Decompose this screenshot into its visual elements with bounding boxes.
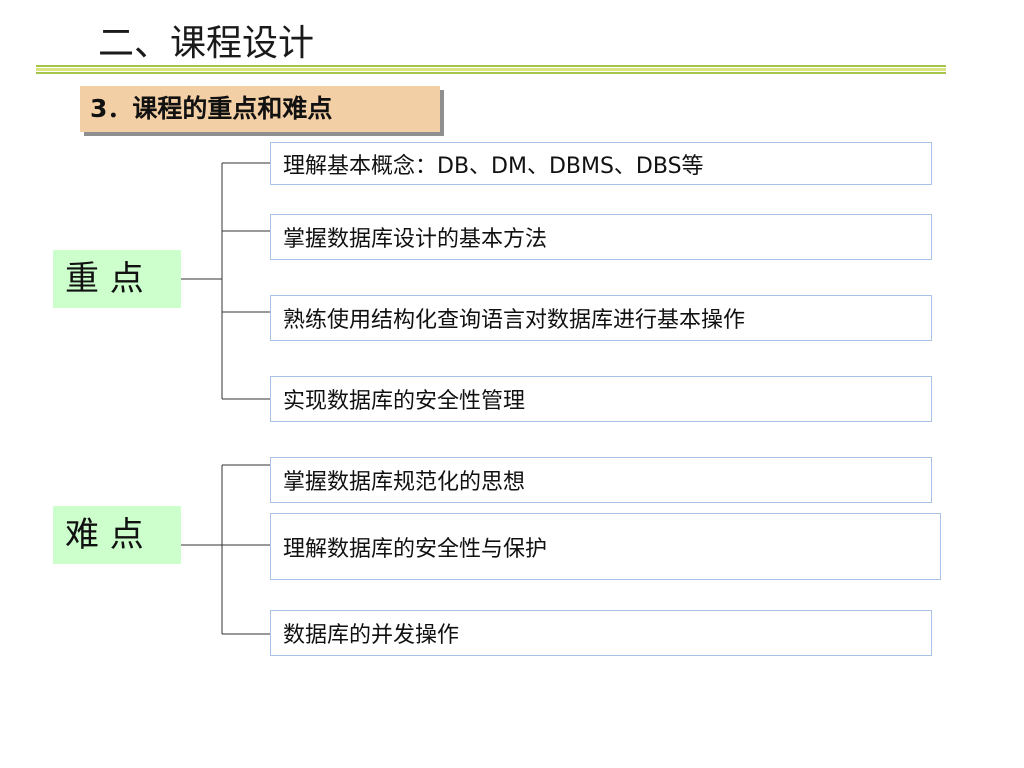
subheading: 3．课程的重点和难点 [80, 86, 440, 132]
difficult-points-root: 难 点 [53, 506, 181, 564]
difficult-point-item: 掌握数据库规范化的思想 [270, 457, 932, 503]
key-point-item: 掌握数据库设计的基本方法 [270, 214, 932, 260]
title-divider-bottom [36, 72, 946, 74]
difficult-point-item: 理解数据库的安全性与保护 [270, 513, 941, 580]
title-divider-top [36, 65, 946, 67]
difficult-point-item: 数据库的并发操作 [270, 610, 932, 656]
slide-title: 二、课程设计 [98, 23, 315, 64]
key-points-root: 重 点 [53, 250, 181, 308]
key-point-item: 熟练使用结构化查询语言对数据库进行基本操作 [270, 295, 932, 341]
key-point-item: 理解基本概念：DB、DM、DBMS、DBS等 [270, 142, 932, 185]
key-point-item: 实现数据库的安全性管理 [270, 376, 932, 422]
title-divider-middle [36, 68, 946, 71]
